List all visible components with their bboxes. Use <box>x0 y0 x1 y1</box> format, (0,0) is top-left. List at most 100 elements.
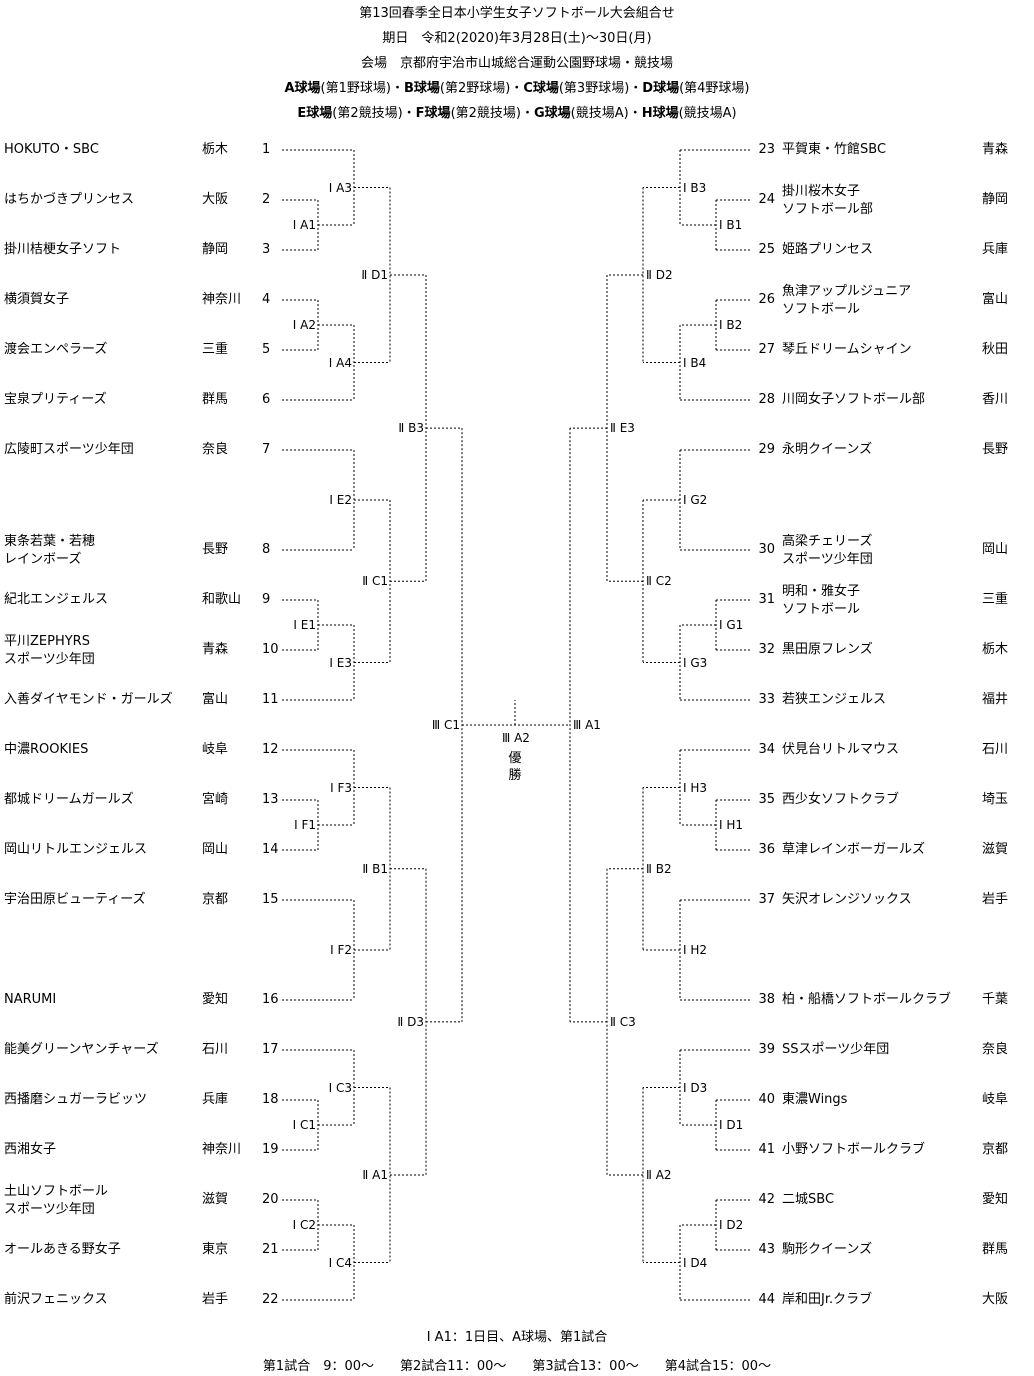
team-name: HOKUTO・SBC <box>4 142 99 157</box>
team-name: 平賀東・竹館SBC <box>782 142 887 157</box>
team-prefecture: 岩手 <box>982 892 1009 907</box>
team-prefecture: 栃木 <box>982 642 1009 657</box>
seed-number: 32 <box>758 642 775 657</box>
seed-number: 33 <box>758 692 775 707</box>
team-name: 黒田原フレンズ <box>782 642 873 657</box>
team-name: 駒形クイーンズ <box>782 1242 873 1257</box>
seed-number: 44 <box>758 1292 775 1307</box>
seed-number: 26 <box>758 292 775 307</box>
match-label: Ⅰ H3 <box>682 780 709 795</box>
team-prefecture: 愛知 <box>202 992 229 1007</box>
match-label: Ⅰ C1 <box>291 1118 317 1132</box>
match-label: Ⅰ B4 <box>682 355 708 370</box>
seed-number: 28 <box>758 392 775 407</box>
match-label: Ⅱ E3 <box>609 421 636 436</box>
team-name: 東濃Wings <box>782 1092 848 1107</box>
seed-number: 18 <box>262 1092 279 1107</box>
field-legend-2: E球場(第2競技場)・F球場(第2競技場)・G球場(競技場A)・H球場(競技場A… <box>297 106 737 121</box>
team-name: 都城ドリームガールズ <box>4 792 134 807</box>
team-name: はちかづきプリンセス <box>4 192 135 207</box>
team-name: 西湘女子 <box>4 1142 57 1157</box>
match-label: Ⅱ D3 <box>396 1014 425 1029</box>
match-label: Ⅱ C2 <box>645 574 673 589</box>
team-prefecture: 岡山 <box>982 542 1009 557</box>
match-label: Ⅲ C1 <box>430 718 461 732</box>
team-prefecture: 長野 <box>982 442 1009 457</box>
match-label: Ⅰ A2 <box>291 318 317 332</box>
team-prefecture: 千葉 <box>982 992 1009 1007</box>
team-prefecture: 大阪 <box>202 192 229 207</box>
seed-number: 42 <box>758 1192 775 1207</box>
seed-number: 37 <box>758 892 775 907</box>
team-prefecture: 滋賀 <box>202 1192 229 1207</box>
seed-number: 15 <box>262 892 279 907</box>
seed-number: 8 <box>262 542 271 557</box>
match-label: Ⅰ G2 <box>682 493 709 507</box>
team-prefecture: 兵庫 <box>202 1092 229 1107</box>
team-prefecture: 群馬 <box>202 392 229 407</box>
team-name: 横須賀女子 <box>4 292 70 307</box>
match-label: Ⅰ F2 <box>329 943 353 957</box>
team-prefecture: 群馬 <box>982 1242 1009 1257</box>
team-name: 渡会エンペラーズ <box>4 342 108 357</box>
team-prefecture: 富山 <box>982 292 1009 307</box>
team-prefecture: 兵庫 <box>982 242 1009 257</box>
seed-number: 35 <box>758 792 775 807</box>
tournament-date: 期日 令和2(2020)年3月28日(土)～30日(月) <box>382 31 652 46</box>
seed-number: 13 <box>262 792 279 807</box>
team-name: 掛川桜木女子 ソフトボール部 <box>782 184 874 217</box>
team-name: 西播磨シュガーラビッツ <box>4 1092 148 1107</box>
seed-number: 25 <box>758 242 775 257</box>
match-label: Ⅰ D3 <box>682 1080 709 1095</box>
seed-number: 22 <box>262 1292 279 1307</box>
match-label: Ⅲ A1 <box>572 718 602 732</box>
team-prefecture: 秋田 <box>982 342 1009 357</box>
match-label: Ⅰ E1 <box>292 618 317 632</box>
team-prefecture: 石川 <box>982 742 1009 757</box>
team-name: 若狭エンジェルス <box>782 692 887 707</box>
team-prefecture: 神奈川 <box>202 1142 242 1157</box>
team-prefecture: 石川 <box>202 1042 229 1057</box>
team-prefecture: 長野 <box>202 542 229 557</box>
champion-label: 優 勝 <box>508 751 522 783</box>
team-prefecture: 奈良 <box>202 442 229 457</box>
team-prefecture: 岩手 <box>202 1292 229 1307</box>
team-prefecture: 宮崎 <box>202 792 229 807</box>
seed-number: 29 <box>758 442 775 457</box>
match-label: Ⅰ A4 <box>327 355 353 370</box>
team-prefecture: 栃木 <box>202 142 229 157</box>
team-name: SSスポーツ少年団 <box>782 1042 890 1057</box>
team-name: 平川ZEPHYRS スポーツ少年団 <box>4 634 95 667</box>
match-label: Ⅱ B3 <box>397 421 425 436</box>
team-name: 能美グリーンヤンチャーズ <box>4 1042 159 1057</box>
seed-number: 31 <box>758 592 775 607</box>
match-label: Ⅰ H1 <box>718 818 745 832</box>
team-name: 宇治田原ビューティーズ <box>4 892 146 907</box>
final-match-label: Ⅲ A2 <box>501 731 531 745</box>
match-label: Ⅱ D1 <box>360 268 389 282</box>
team-prefecture: 静岡 <box>202 242 229 257</box>
team-name: 矢沢オレンジソックス <box>782 892 912 907</box>
team-name: 高梁チェリーズ スポーツ少年団 <box>782 534 873 567</box>
team-name: 宝泉プリティーズ <box>4 392 107 407</box>
match-label: Ⅱ A2 <box>645 1168 673 1182</box>
team-name: 掛川桔梗女子ソフト <box>4 242 122 257</box>
team-name: 岸和田Jr.クラブ <box>782 1292 873 1307</box>
team-prefecture: 岐阜 <box>982 1092 1009 1107</box>
team-prefecture: 青森 <box>982 142 1009 157</box>
match-label: Ⅰ B2 <box>718 318 744 332</box>
match-label: Ⅰ A1 <box>291 218 317 232</box>
seed-number: 4 <box>262 292 271 307</box>
seed-number: 12 <box>262 742 279 757</box>
seed-number: 9 <box>262 592 271 607</box>
team-prefecture: 和歌山 <box>202 592 242 607</box>
seed-number: 40 <box>758 1092 775 1107</box>
team-name: 永明クイーンズ <box>782 442 873 457</box>
match-label: Ⅰ D1 <box>718 1118 745 1132</box>
match-label: Ⅱ B2 <box>645 861 673 876</box>
team-prefecture: 京都 <box>982 1142 1009 1157</box>
team-prefecture: 静岡 <box>982 192 1009 207</box>
team-prefecture: 奈良 <box>982 1042 1009 1057</box>
seed-number: 41 <box>758 1142 775 1157</box>
seed-number: 19 <box>262 1142 279 1157</box>
